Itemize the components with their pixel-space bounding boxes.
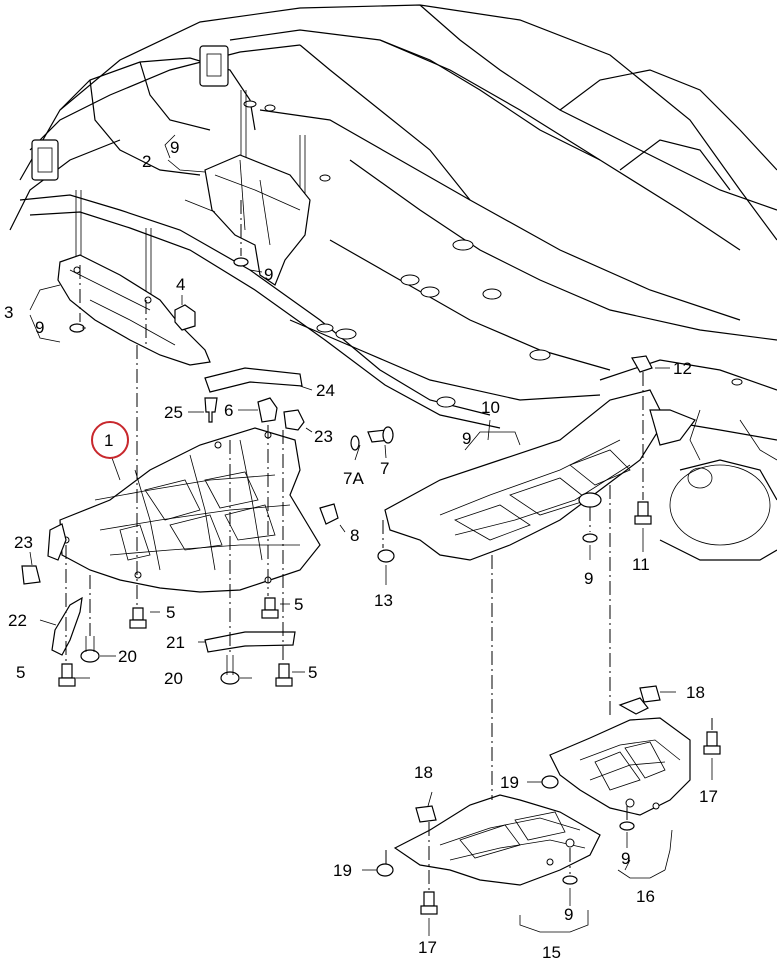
callout-5c: 5 [16, 663, 25, 682]
callout-2-9: 9 [170, 138, 179, 157]
callout-10: 10 [481, 398, 500, 417]
callout-22: 22 [8, 611, 27, 630]
callout-4: 4 [176, 275, 185, 294]
callout-3-9: 9 [35, 318, 44, 337]
part-15-rear-panel [393, 794, 601, 886]
callout-18a: 18 [414, 763, 433, 782]
part-10-center-panel [384, 389, 696, 561]
part-16-rear-panel [549, 697, 691, 816]
callout-20a: 20 [118, 647, 137, 666]
callout-labels: 1 2 9 3 9 4 5 5 5 5 6 7 7A 8 9 9 9 9 9 1… [4, 138, 718, 962]
callout-5b: 5 [294, 595, 303, 614]
vehicle-underbody [9, 4, 777, 561]
callout-23b: 23 [314, 427, 333, 446]
callout-9e: 9 [621, 849, 630, 868]
callout-17b: 17 [699, 787, 718, 806]
part-2-bracket [184, 154, 311, 286]
callout-6: 6 [224, 401, 233, 420]
callout-24: 24 [316, 381, 335, 400]
assembly-lines [65, 200, 713, 890]
callout-16: 16 [636, 887, 655, 906]
callout-21: 21 [166, 633, 185, 652]
callout-20b: 20 [164, 669, 183, 688]
small-fasteners [174, 304, 653, 525]
highlight-circle [91, 421, 129, 459]
callout-15: 15 [542, 943, 561, 962]
callout-18b: 18 [686, 683, 705, 702]
callout-19b: 19 [333, 861, 352, 880]
callout-9a: 9 [264, 265, 273, 284]
callout-23a: 23 [14, 533, 33, 552]
callout-2: 2 [142, 152, 151, 171]
callout-9b: 9 [584, 569, 593, 588]
callout-7a: 7A [343, 469, 364, 488]
callout-17a: 17 [418, 938, 437, 957]
callout-9d: 9 [564, 905, 573, 924]
callout-3: 3 [4, 303, 13, 322]
callout-8: 8 [350, 526, 359, 545]
callout-1: 1 [104, 431, 113, 450]
callout-9c: 9 [462, 429, 471, 448]
callout-25: 25 [164, 403, 183, 422]
callout-19a: 19 [500, 773, 519, 792]
part-1-engine-underpanel [59, 427, 321, 593]
leader-lines [29, 134, 713, 936]
callout-5d: 5 [308, 663, 317, 682]
lower-brackets [21, 523, 296, 656]
callout-7: 7 [380, 459, 389, 478]
screws-and-nuts [58, 257, 721, 915]
callout-11: 11 [632, 555, 650, 574]
callout-13: 13 [374, 591, 393, 610]
callout-12: 12 [673, 359, 692, 378]
callout-5a: 5 [166, 603, 175, 622]
